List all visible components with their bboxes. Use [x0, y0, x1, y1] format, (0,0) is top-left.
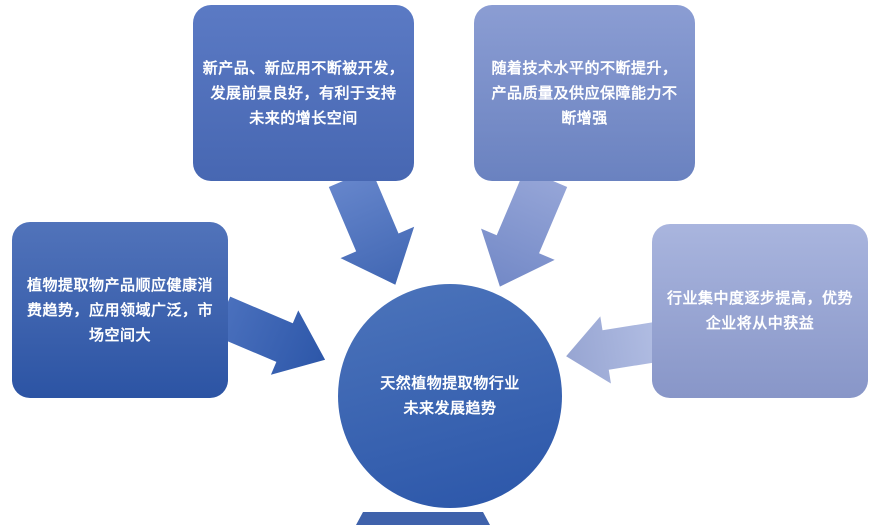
center-circle: 天然植物提取物行业 未来发展趋势	[338, 284, 562, 508]
box-top-left-text: 新产品、新应用不断被开发， 发展前景良好，有利于支持 未来的增长空间	[202, 58, 405, 127]
arrow-right-to-center-icon	[566, 316, 660, 384]
box-right-text: 行业集中度逐步提高，优势 企业将从中获益	[666, 289, 853, 332]
arrow-top-left-to-center-icon	[328, 169, 415, 285]
box-top-left: 新产品、新应用不断被开发， 发展前景良好，有利于支持 未来的增长空间	[193, 5, 414, 181]
box-top-right: 随着技术水平的不断提升， 产品质量及供应保障能力不 断增强	[474, 5, 695, 181]
box-right: 行业集中度逐步提高，优势 企业将从中获益	[652, 224, 868, 398]
box-top-right-text: 随着技术水平的不断提升， 产品质量及供应保障能力不 断增强	[491, 58, 678, 127]
box-left-text: 植物提取物产品顺应健康消 费趋势，应用领域广泛，市 场空间大	[26, 275, 213, 344]
center-circle-text: 天然植物提取物行业 未来发展趋势	[380, 374, 520, 417]
box-left: 植物提取物产品顺应健康消 费趋势，应用领域广泛，市 场空间大	[12, 222, 228, 398]
arrow-top-right-to-center-icon	[481, 169, 568, 287]
bottom-cropped-shape	[356, 512, 490, 525]
arrow-left-to-center-icon	[213, 296, 326, 375]
